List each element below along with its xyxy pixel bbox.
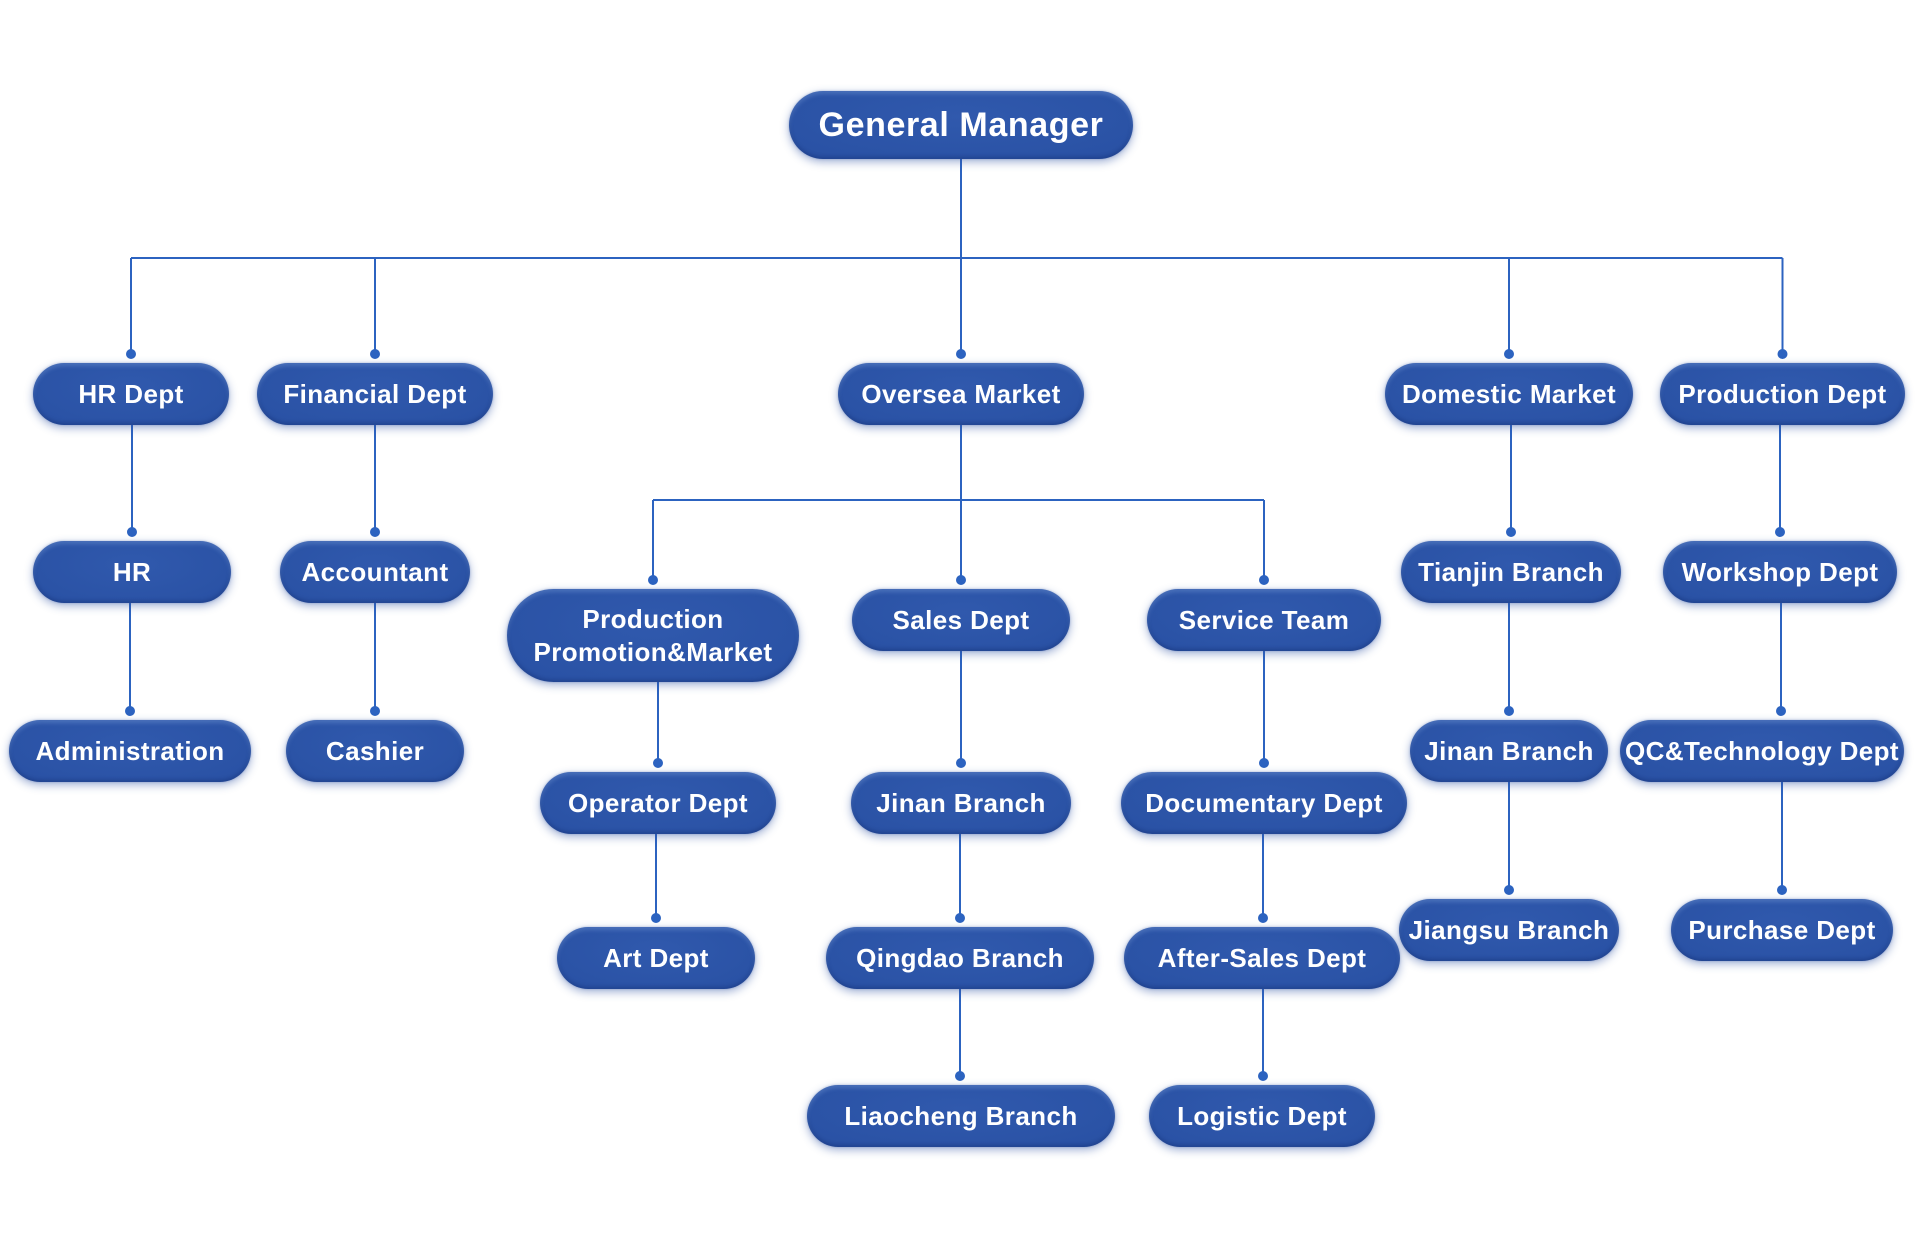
node-qc-technology-dept: QC&Technology Dept: [1620, 720, 1904, 782]
connector-dot: [956, 349, 966, 359]
connector-dot: [956, 758, 966, 768]
node-label: Service Team: [1178, 604, 1350, 635]
connector-dot: [956, 575, 966, 585]
node-label: Financial Dept: [283, 378, 467, 409]
connector-dot: [1776, 706, 1786, 716]
connector-dot: [370, 706, 380, 716]
connector-dot: [648, 575, 658, 585]
node-accountant: Accountant: [280, 541, 470, 603]
node-label: Jinan Branch: [1424, 735, 1594, 766]
node-documentary-dept: Documentary Dept: [1121, 772, 1407, 834]
connector-dot: [370, 349, 380, 359]
node-hr-dept: HR Dept: [33, 363, 229, 425]
node-label: Jinan Branch: [876, 787, 1046, 818]
node-label: Accountant: [301, 556, 449, 587]
connector-dot: [1258, 1071, 1268, 1081]
node-administration: Administration: [9, 720, 251, 782]
node-label: Liaocheng Branch: [844, 1100, 1078, 1131]
node-label: Purchase Dept: [1688, 914, 1876, 945]
node-jinan-branch-domestic: Jinan Branch: [1410, 720, 1608, 782]
node-label: Sales Dept: [892, 604, 1030, 635]
connector-dot: [955, 1071, 965, 1081]
connector-dot: [1775, 527, 1785, 537]
connector-dot: [127, 527, 137, 537]
node-logistic-dept: Logistic Dept: [1149, 1085, 1375, 1147]
node-label: Tianjin Branch: [1418, 556, 1604, 587]
node-label: Art Dept: [603, 942, 709, 973]
node-service-team: Service Team: [1147, 589, 1381, 651]
node-after-sales-dept: After-Sales Dept: [1124, 927, 1400, 989]
node-qingdao-branch: Qingdao Branch: [826, 927, 1094, 989]
connector-dot: [1258, 913, 1268, 923]
node-label: Logistic Dept: [1177, 1100, 1347, 1131]
node-label: General Manager: [818, 105, 1104, 144]
node-sales-dept: Sales Dept: [852, 589, 1070, 651]
node-art-dept: Art Dept: [557, 927, 755, 989]
node-cashier: Cashier: [286, 720, 464, 782]
connector-dot: [651, 913, 661, 923]
node-label: Documentary Dept: [1145, 787, 1383, 818]
node-label: After-Sales Dept: [1157, 942, 1367, 973]
connector-dot: [1777, 349, 1788, 359]
node-label: Workshop Dept: [1681, 556, 1879, 587]
node-jinan-branch-sales: Jinan Branch: [851, 772, 1071, 834]
connector-dot: [1777, 885, 1787, 895]
node-label: HR Dept: [78, 378, 184, 409]
connector-dot: [125, 706, 135, 716]
node-operator-dept: Operator Dept: [540, 772, 776, 834]
node-label: Qingdao Branch: [856, 942, 1064, 973]
node-purchase-dept: Purchase Dept: [1671, 899, 1893, 961]
node-jiangsu-branch: Jiangsu Branch: [1399, 899, 1619, 961]
connector-dot: [370, 527, 380, 537]
connector-dot: [653, 758, 663, 768]
connector-dot: [1504, 885, 1514, 895]
node-label: HR: [112, 556, 152, 587]
node-label: QC&Technology Dept: [1625, 735, 1899, 766]
node-label: Operator Dept: [567, 787, 748, 818]
node-production-dept: Production Dept: [1660, 363, 1905, 425]
node-oversea-market: Oversea Market: [838, 363, 1084, 425]
connector-dot: [955, 913, 965, 923]
node-label: Production Dept: [1678, 378, 1887, 409]
node-label: Administration: [35, 735, 225, 766]
node-workshop-dept: Workshop Dept: [1663, 541, 1897, 603]
connector-dot: [1504, 706, 1514, 716]
connector-dot: [1259, 758, 1269, 768]
node-label: Domestic Market: [1401, 378, 1617, 409]
node-label: Jiangsu Branch: [1408, 914, 1610, 945]
node-domestic-market: Domestic Market: [1385, 363, 1633, 425]
node-financial-dept: Financial Dept: [257, 363, 493, 425]
node-label: Production Promotion&Market: [533, 604, 773, 667]
node-tianjin-branch: Tianjin Branch: [1401, 541, 1621, 603]
node-production-promotion-market: Production Promotion&Market: [507, 589, 799, 682]
node-hr: HR: [33, 541, 231, 603]
node-liaocheng-branch: Liaocheng Branch: [807, 1085, 1115, 1147]
node-label: Oversea Market: [861, 378, 1061, 409]
node-general-manager: General Manager: [789, 91, 1133, 159]
connector-dot: [126, 349, 136, 359]
connector-dot: [1504, 349, 1514, 359]
connector-dot: [1506, 527, 1516, 537]
node-label: Cashier: [325, 735, 425, 766]
connector-dot: [1259, 575, 1269, 585]
